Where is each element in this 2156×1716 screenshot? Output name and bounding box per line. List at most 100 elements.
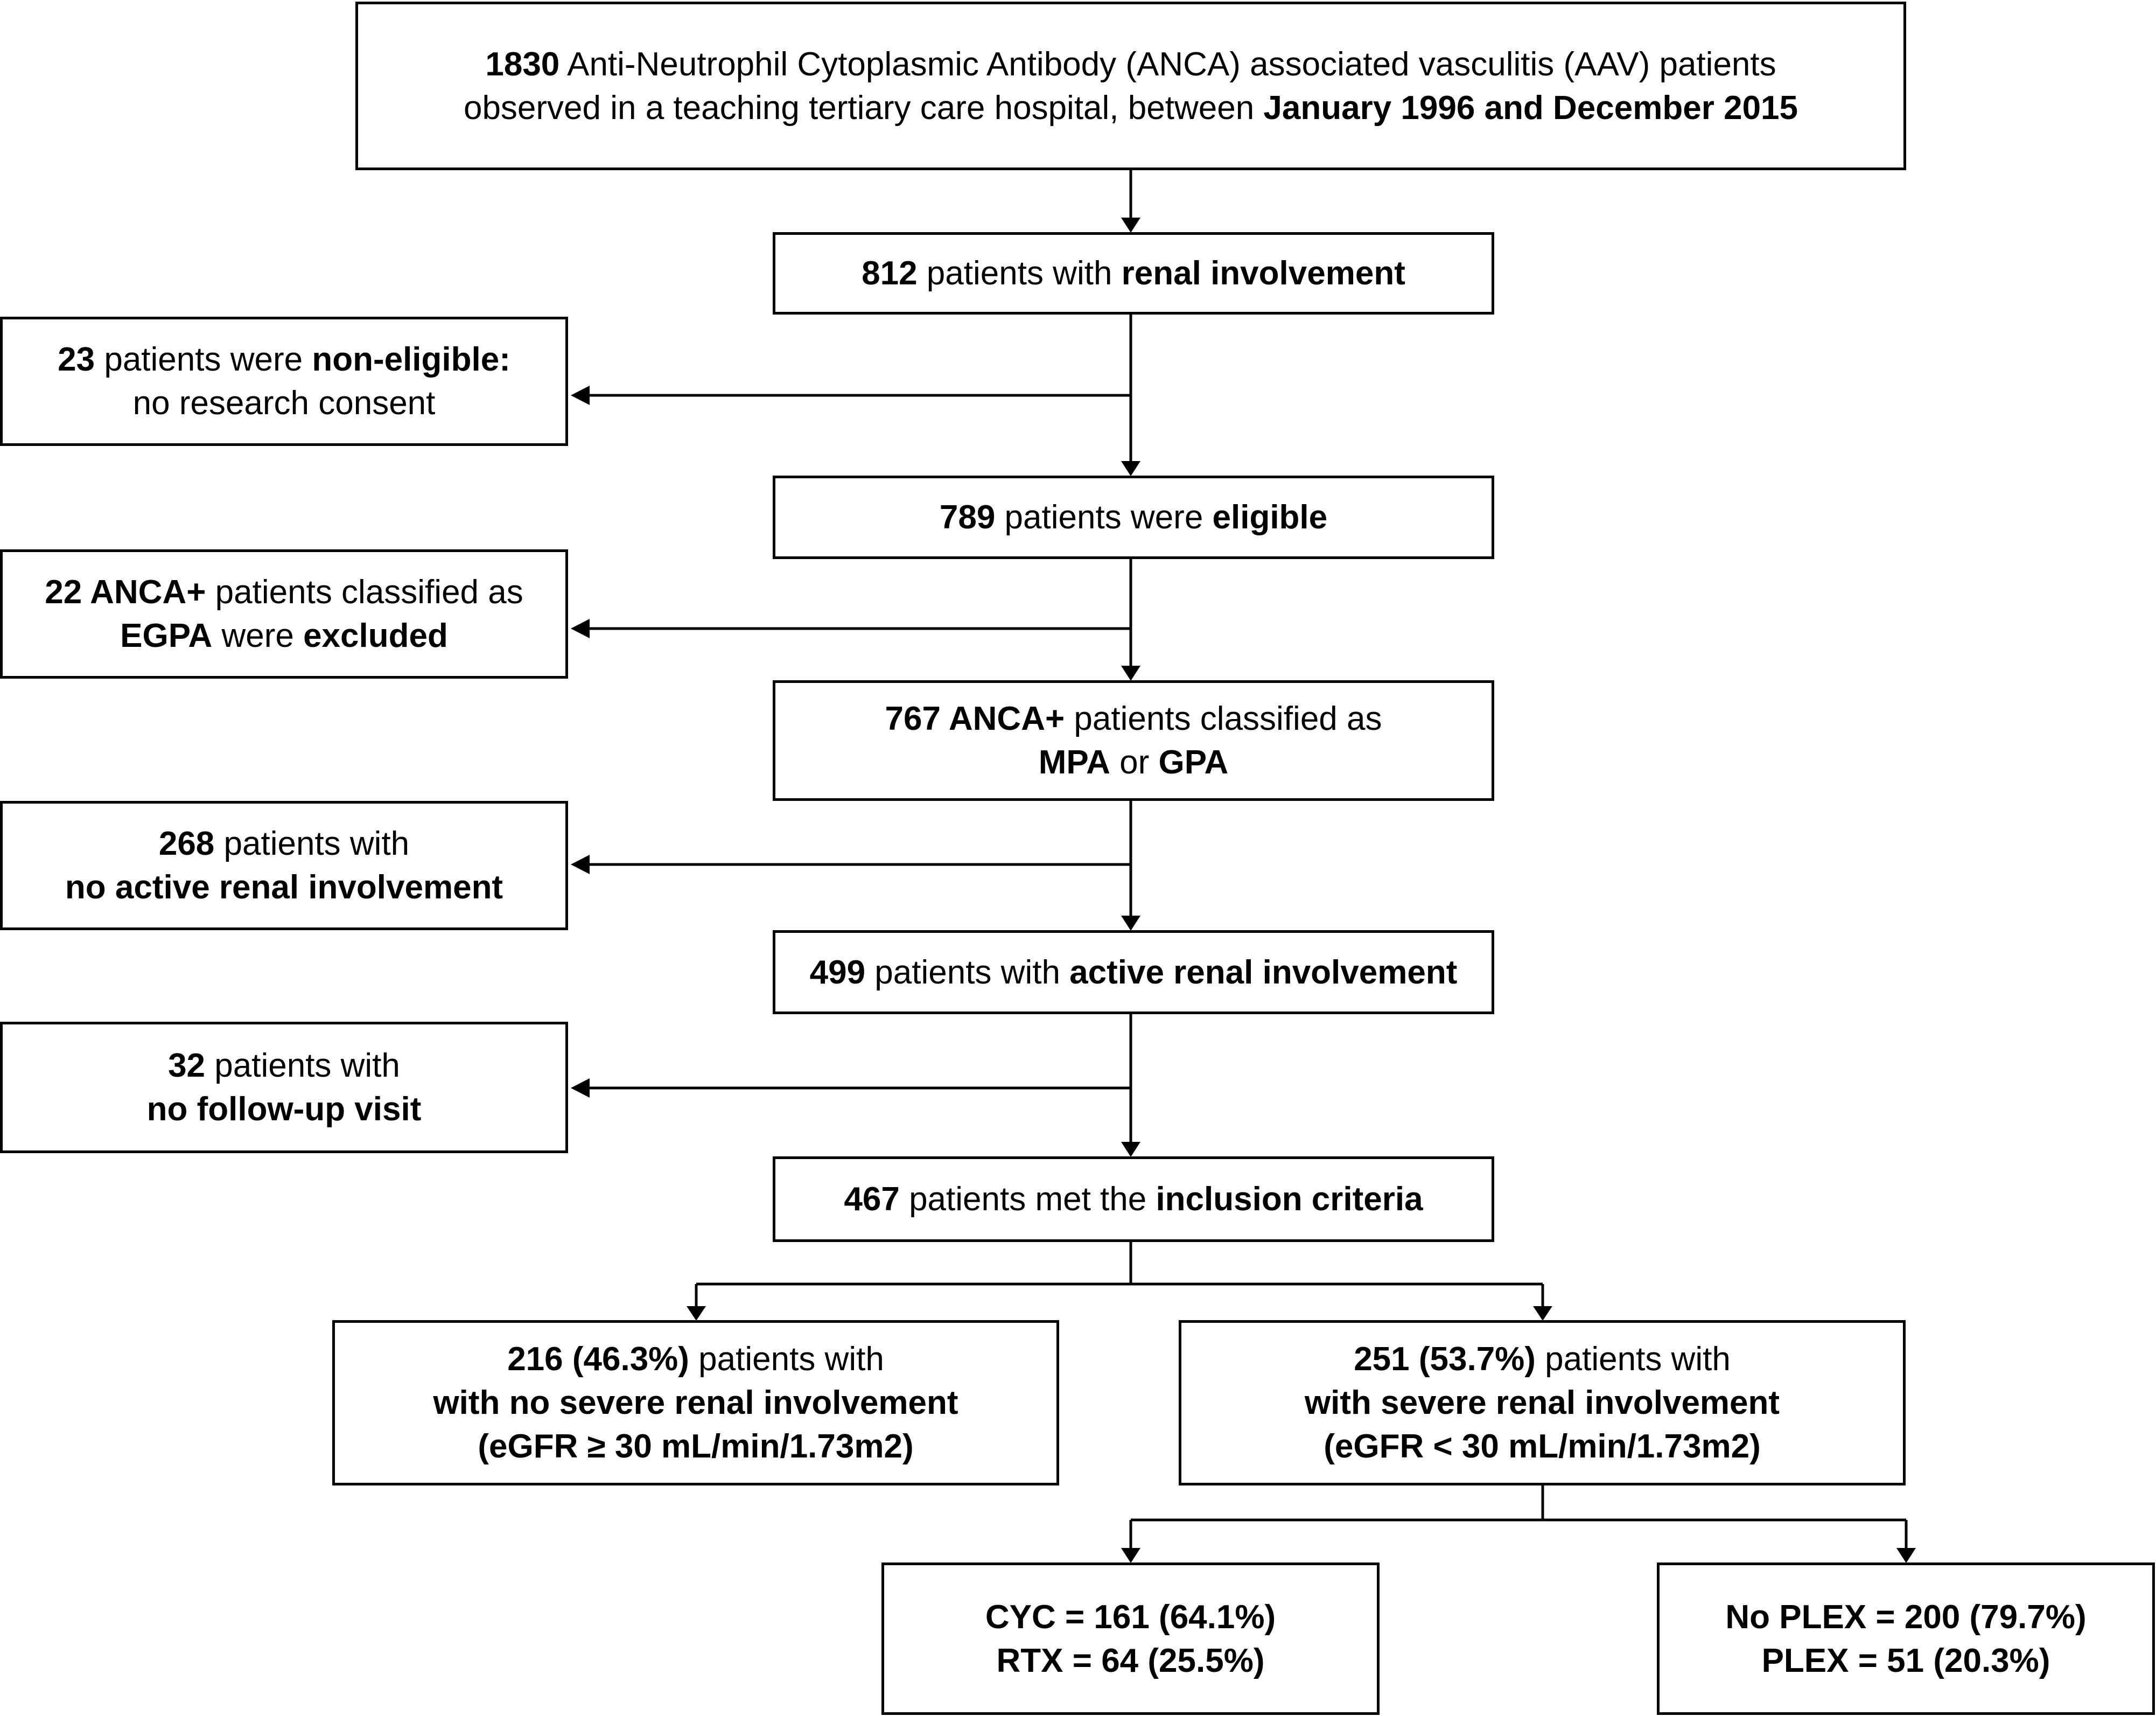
arrowhead <box>571 1078 590 1098</box>
box-text-bold: PLEX = 51 (20.3%) <box>1761 1642 2050 1679</box>
box-text-bold: with no severe renal involvement <box>433 1384 958 1421</box>
box-text-bold: January 1996 and December 2015 <box>1263 89 1798 127</box>
box-line: with no severe renal involvement <box>433 1381 958 1425</box>
arrowhead <box>1121 1142 1140 1157</box>
box-text-bold: active renal involvement <box>1069 953 1458 991</box>
box-text: patients with <box>689 1341 884 1378</box>
box-text: patients were <box>995 499 1213 536</box>
box-total-aav-patients: 1830 Anti-Neutrophil Cytoplasmic Antibod… <box>355 2 1906 170</box>
box-line: no follow-up visit <box>147 1087 422 1131</box>
box-line: 467 patients met the inclusion criteria <box>844 1177 1423 1221</box>
box-text-bold: 467 <box>844 1181 900 1218</box>
box-line: observed in a teaching tertiary care hos… <box>464 86 1798 130</box>
box-line: 1830 Anti-Neutrophil Cytoplasmic Antibod… <box>485 43 1776 86</box>
box-no-follow-up: 32 patients with no follow-up visit <box>0 1022 568 1153</box>
box-text: patients with <box>917 255 1122 292</box>
box-text-bold: 22 ANCA+ <box>45 574 206 611</box>
box-text-bold: inclusion criteria <box>1156 1181 1423 1218</box>
box-active-renal: 499 patients with active renal involveme… <box>773 930 1494 1014</box>
box-line: (eGFR < 30 mL/min/1.73m2) <box>1324 1425 1760 1468</box>
box-text-bold: RTX = 64 (25.5%) <box>996 1642 1265 1679</box>
box-line: 268 patients with <box>159 822 409 866</box>
box-line: MPA or GPA <box>1039 741 1229 784</box>
arrowhead <box>571 855 590 874</box>
box-line: 767 ANCA+ patients classified as <box>885 697 1382 741</box>
box-line: no active renal involvement <box>65 866 503 909</box>
box-text-bold: MPA <box>1038 744 1110 781</box>
arrowhead <box>1121 666 1140 681</box>
box-line: PLEX = 51 (20.3%) <box>1762 1639 2050 1683</box>
box-text: patients with <box>1535 1341 1731 1378</box>
box-text-bold: excluded <box>303 617 448 654</box>
arrowhead <box>1121 461 1140 476</box>
box-cyc-rtx: CYC = 161 (64.1%) RTX = 64 (25.5%) <box>881 1562 1380 1715</box>
box-text-bold: 23 <box>58 341 95 378</box>
arrowhead <box>1121 916 1140 931</box>
box-text-bold: 789 <box>939 499 996 536</box>
box-line: 812 patients with renal involvement <box>862 252 1405 295</box>
box-text: were <box>212 617 304 654</box>
box-text: patients with <box>214 825 410 862</box>
box-text: patients were <box>95 341 312 378</box>
box-text: observed in a teaching tertiary care hos… <box>463 89 1264 127</box>
arrowhead <box>1121 1548 1140 1563</box>
box-text-bold: non-eligible: <box>312 341 510 378</box>
box-line: 32 patients with <box>168 1044 400 1087</box>
box-text-bold: No PLEX = 200 (79.7%) <box>1725 1598 2087 1636</box>
box-line: (eGFR ≥ 30 mL/min/1.73m2) <box>478 1425 913 1468</box>
box-text: patients classified as <box>206 574 523 611</box>
box-inclusion-criteria: 467 patients met the inclusion criteria <box>773 1156 1494 1242</box>
box-text-bold: CYC = 161 (64.1%) <box>985 1598 1276 1636</box>
box-plex: No PLEX = 200 (79.7%) PLEX = 51 (20.3%) <box>1657 1562 2155 1715</box>
arrowhead <box>571 619 590 638</box>
box-text-bold: (eGFR ≥ 30 mL/min/1.73m2) <box>478 1428 914 1465</box>
box-text-bold: GPA <box>1158 744 1229 781</box>
arrowhead <box>687 1306 706 1321</box>
box-text: patients classified as <box>1065 700 1382 737</box>
box-text: Anti-Neutrophil Cytoplasmic Antibody (AN… <box>559 45 1776 83</box>
arrowhead <box>1121 218 1140 233</box>
box-text-bold: EGPA <box>120 617 213 654</box>
box-text-bold: (eGFR < 30 mL/min/1.73m2) <box>1324 1428 1761 1465</box>
box-text-bold: 767 ANCA+ <box>885 700 1065 737</box>
box-line: CYC = 161 (64.1%) <box>985 1595 1276 1639</box>
box-text: no research consent <box>132 385 436 422</box>
box-line: no research consent <box>133 381 436 425</box>
box-line: 789 patients were eligible <box>940 496 1327 539</box>
box-no-severe-renal: 216 (46.3%) patients with with no severe … <box>332 1320 1059 1485</box>
box-text-bold: 216 (46.3%) <box>507 1341 689 1378</box>
box-text-bold: eligible <box>1212 499 1328 536</box>
box-text: patients with <box>865 953 1070 991</box>
box-text: patients met the <box>899 1181 1156 1218</box>
box-line: 251 (53.7%) patients with <box>1354 1337 1731 1381</box>
arrowhead <box>1896 1548 1916 1563</box>
box-text-bold: 812 <box>862 255 918 292</box>
box-text: or <box>1110 744 1159 781</box>
arrowhead <box>1533 1306 1552 1321</box>
box-text-bold: no follow-up visit <box>146 1091 422 1128</box>
arrowhead <box>571 386 590 405</box>
box-line: RTX = 64 (25.5%) <box>997 1639 1265 1683</box>
box-text-bold: no active renal involvement <box>65 869 503 906</box>
box-eligible: 789 patients were eligible <box>773 476 1494 559</box>
box-line: with severe renal involvement <box>1305 1381 1780 1425</box>
box-non-eligible: 23 patients were non-eligible: no researc… <box>0 317 568 446</box>
box-line: 22 ANCA+ patients classified as <box>45 570 523 614</box>
box-text-bold: 1830 <box>485 45 560 83</box>
box-line: EGPA were excluded <box>120 614 448 658</box>
box-line: 499 patients with active renal involveme… <box>810 951 1458 994</box>
box-text-bold: renal involvement <box>1121 255 1405 292</box>
box-text-bold: 268 <box>158 825 215 862</box>
box-line: 23 patients were non-eligible: <box>58 338 510 381</box>
box-text: patients with <box>205 1047 400 1084</box>
box-text-bold: 251 (53.7%) <box>1354 1341 1536 1378</box>
box-renal-involvement: 812 patients with renal involvement <box>773 232 1494 315</box>
box-text-bold: 32 <box>168 1047 206 1084</box>
box-line: No PLEX = 200 (79.7%) <box>1725 1595 2086 1639</box>
box-text-bold: with severe renal involvement <box>1304 1384 1780 1421</box>
